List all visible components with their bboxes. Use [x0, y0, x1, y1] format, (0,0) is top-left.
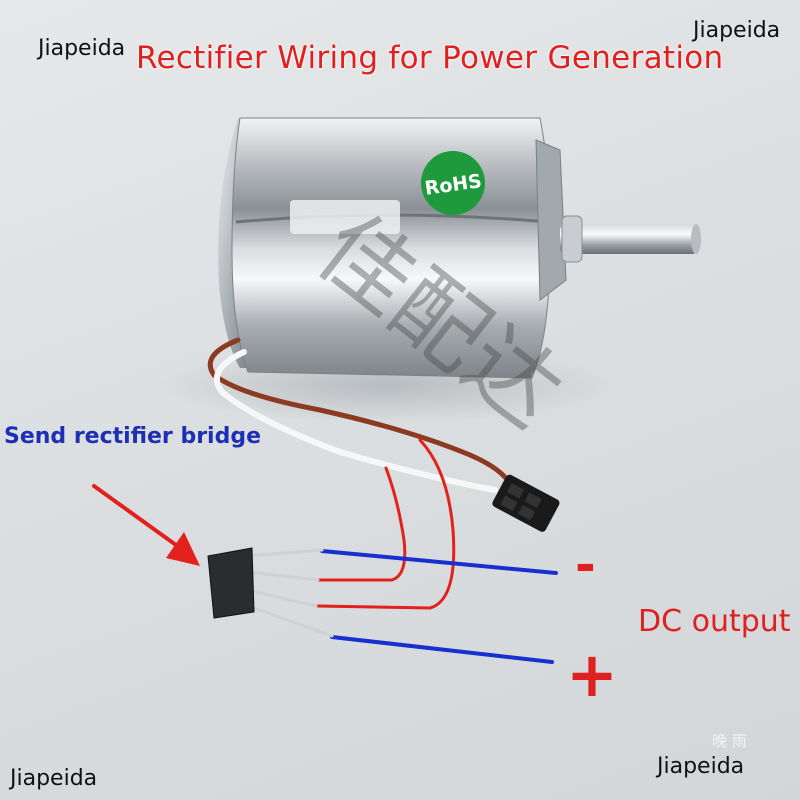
shaft-tip [691, 224, 701, 254]
arrow-shaft [92, 484, 178, 547]
white-lead-wire [214, 349, 498, 493]
brand-watermark-bottom-left: Jiapeida [10, 766, 98, 791]
rectifier-bridge-label: Send rectifier bridge [4, 424, 261, 449]
rohs-badge [421, 151, 485, 215]
wire-connector [492, 474, 560, 532]
positive-terminal-label: + [566, 638, 618, 711]
motor-bracket [535, 139, 567, 301]
arrow-head [166, 532, 200, 566]
motor-sticker [290, 200, 400, 234]
page-title: Rectifier Wiring for Power Generation [136, 40, 724, 76]
blue-wire-negative [320, 549, 558, 575]
corner-watermark: 晚 雨 [712, 732, 747, 750]
shaft-collar [561, 215, 583, 263]
rectifier-bridge [207, 547, 255, 619]
blue-wire-positive [330, 635, 554, 664]
dc-output-label: DC output [638, 604, 791, 639]
brown-lead-wire [207, 337, 515, 491]
motor-shaft [560, 224, 698, 254]
brand-watermark-bottom-right: Jiapeida [657, 754, 745, 779]
red-wire-left [316, 466, 407, 582]
rectifier-legs [246, 548, 334, 638]
red-wire-right [316, 438, 456, 610]
brand-watermark-top-left: Jiapeida [38, 36, 126, 61]
brand-watermark-top-right: Jiapeida [693, 18, 781, 43]
negative-terminal-label: - [575, 536, 596, 594]
